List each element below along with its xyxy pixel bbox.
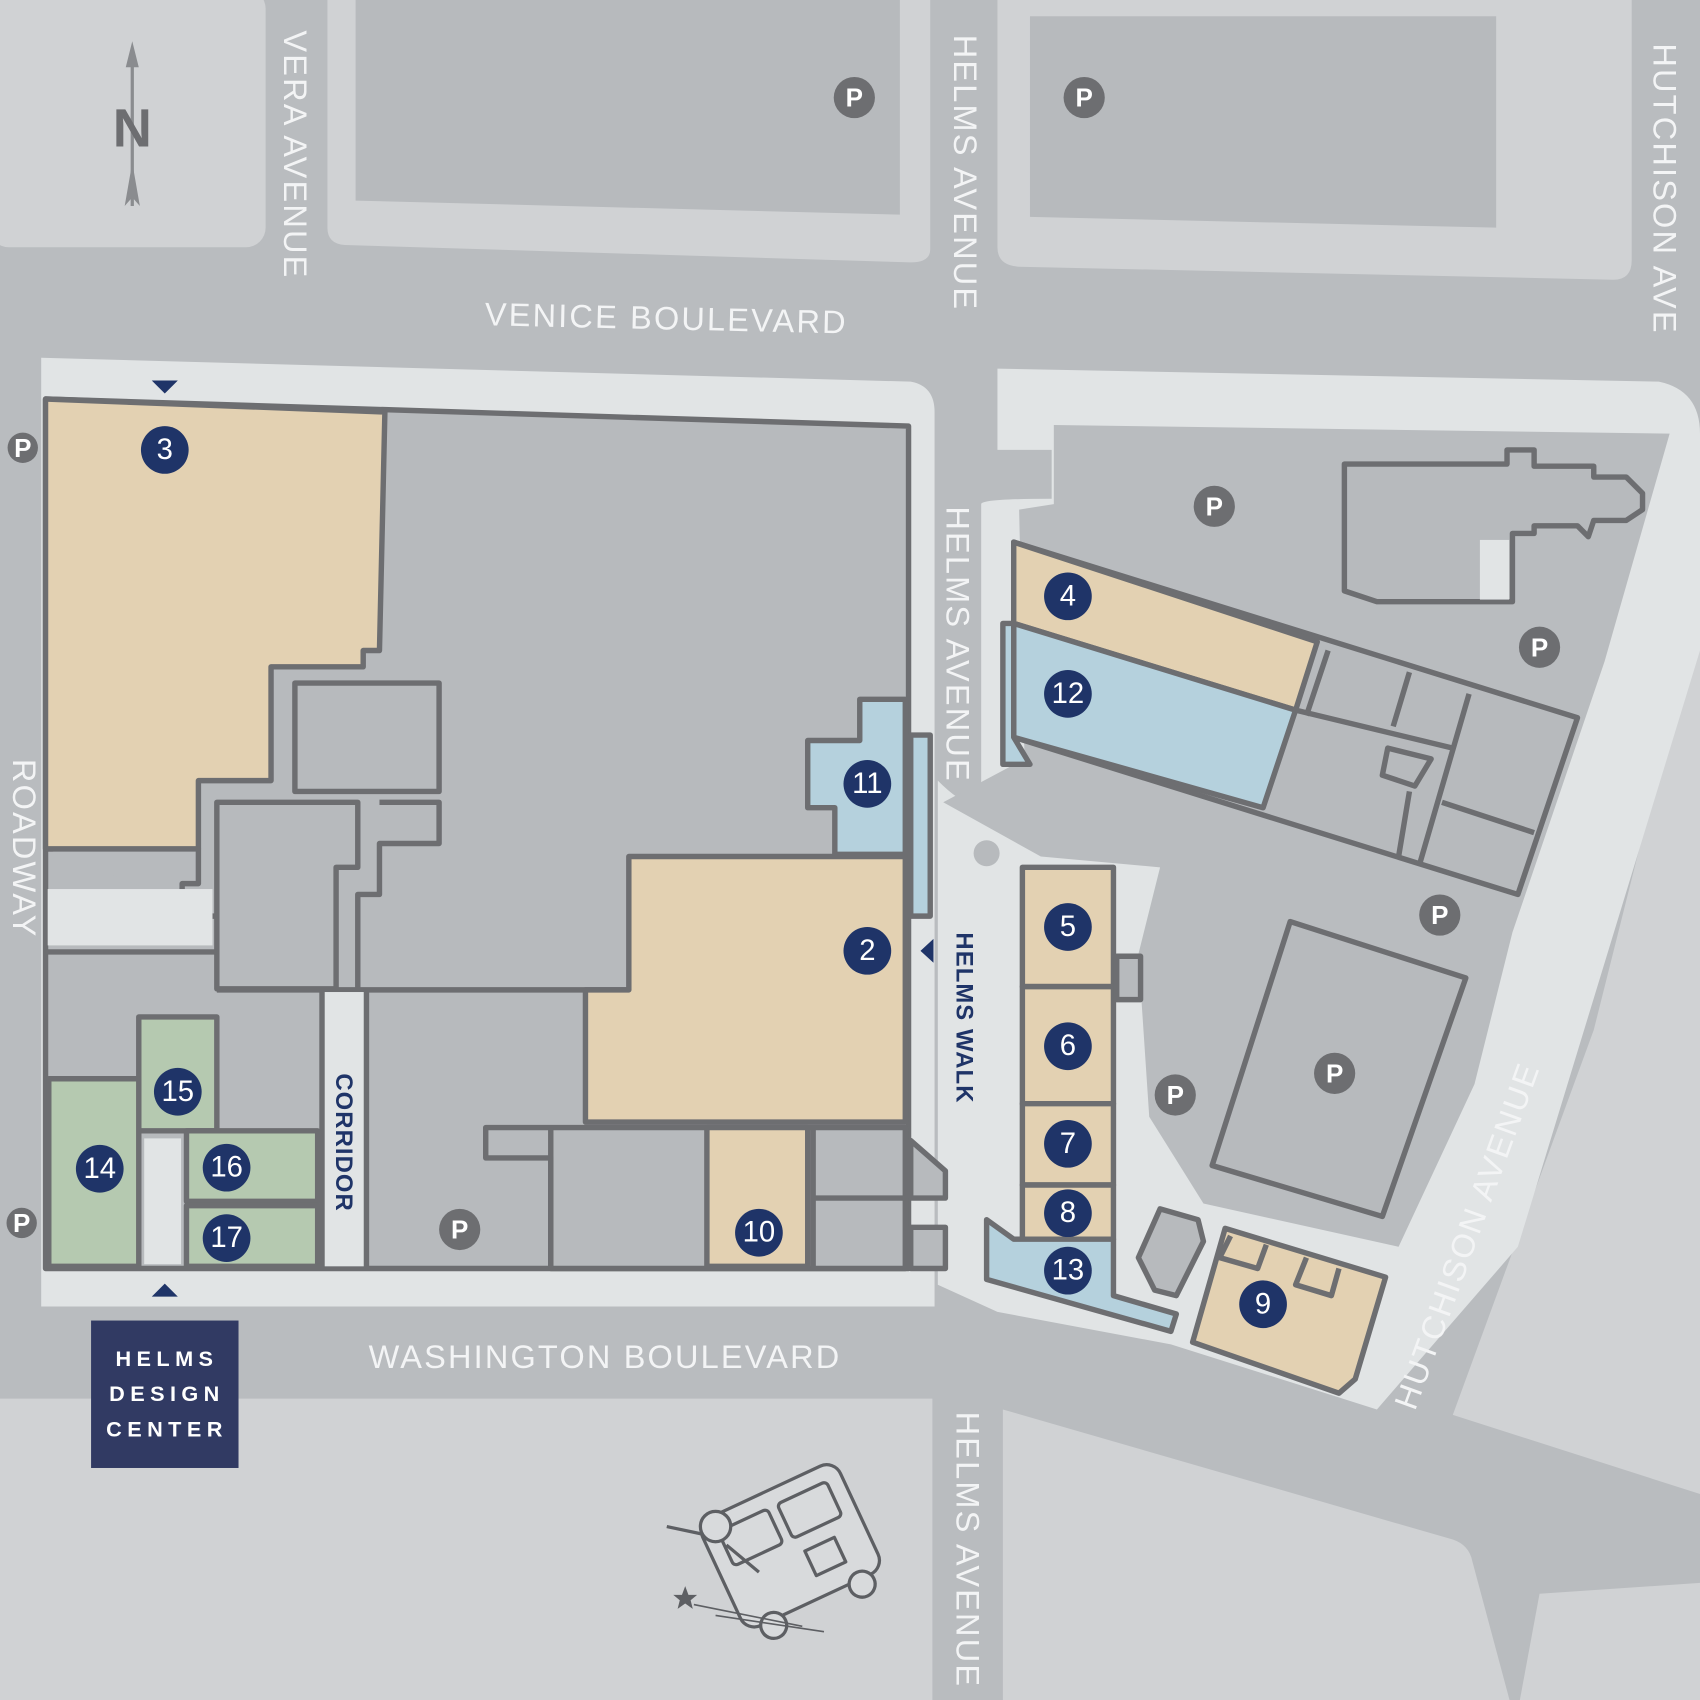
north-label: N	[113, 98, 152, 158]
main-complex	[42, 396, 949, 1272]
parking-marker[interactable]: P	[1193, 485, 1235, 527]
parking-marker[interactable]: P	[833, 76, 875, 119]
unit-marker-12[interactable]: 12	[1044, 670, 1092, 718]
svg-text:CENTER: CENTER	[106, 1417, 228, 1442]
svg-text:HELMS: HELMS	[115, 1346, 218, 1371]
unit-marker-14[interactable]: 14	[75, 1144, 124, 1193]
svg-text:P: P	[13, 1208, 30, 1238]
street-washington-boulevard: WASHINGTON BOULEVARD	[369, 1339, 842, 1375]
svg-text:5: 5	[1060, 911, 1076, 943]
street-corridor: CORRIDOR	[330, 1073, 357, 1212]
svg-text:P: P	[846, 83, 863, 113]
unit-marker-10[interactable]: 10	[735, 1208, 783, 1257]
entrance-arrow-icon	[920, 938, 934, 963]
unit-marker-13[interactable]: 13	[1044, 1246, 1092, 1295]
svg-text:8: 8	[1060, 1197, 1076, 1229]
svg-text:12: 12	[1052, 678, 1085, 710]
svg-text:17: 17	[210, 1222, 243, 1254]
unit-marker-4[interactable]: 4	[1044, 572, 1092, 621]
svg-text:11: 11	[852, 768, 882, 800]
street-vera-avenue: VERA AVENUE	[277, 30, 313, 279]
svg-text:2: 2	[859, 935, 875, 967]
svg-text:10: 10	[743, 1217, 776, 1249]
parking-marker[interactable]: P	[1154, 1074, 1196, 1116]
unit-marker-9[interactable]: 9	[1239, 1280, 1287, 1329]
svg-text:13: 13	[1052, 1255, 1085, 1287]
unit-marker-5[interactable]: 5	[1044, 903, 1092, 951]
unit-marker-7[interactable]: 7	[1044, 1119, 1092, 1168]
unit-6-area	[1019, 983, 1117, 1107]
svg-text:P: P	[1326, 1058, 1343, 1088]
parking-marker[interactable]: P	[439, 1208, 481, 1251]
svg-text:P: P	[451, 1214, 468, 1244]
unit-marker-8[interactable]: 8	[1044, 1189, 1092, 1238]
parking-marker[interactable]: P	[6, 1207, 37, 1239]
unit-marker-3[interactable]: 3	[140, 426, 189, 474]
unit-marker-16[interactable]: 16	[202, 1143, 251, 1192]
parking-marker[interactable]: P	[1518, 626, 1561, 668]
svg-text:P: P	[1167, 1080, 1184, 1110]
svg-text:3: 3	[157, 434, 173, 466]
entrance-arrow-icon	[151, 380, 178, 394]
svg-text:9: 9	[1255, 1288, 1271, 1320]
parking-marker[interactable]: P	[1314, 1052, 1356, 1094]
street-hutchison-ave: HUTCHISON AVE	[1646, 43, 1682, 334]
parking-marker[interactable]: P	[7, 432, 38, 463]
unit-marker-2[interactable]: 2	[843, 926, 892, 975]
entrance-arrows	[151, 380, 934, 1297]
unit-2-area	[582, 853, 909, 1125]
unit-marker-6[interactable]: 6	[1044, 1022, 1092, 1071]
parking-markers: P P P P P P P P P P	[6, 76, 1561, 1251]
unit-marker-15[interactable]: 15	[153, 1067, 202, 1116]
svg-text:6: 6	[1060, 1030, 1076, 1062]
unit-markers: 2 3 4 5 6 7 8 9 10 11 12 13 14 15 16 17	[75, 426, 1287, 1329]
svg-text:16: 16	[210, 1152, 243, 1184]
trolley-illustration-icon	[666, 1463, 882, 1641]
street-helms-avenue-south: HELMS AVENUE	[949, 1412, 985, 1689]
svg-text:4: 4	[1060, 580, 1076, 612]
svg-text:7: 7	[1060, 1128, 1076, 1160]
parking-marker[interactable]: P	[1419, 894, 1461, 936]
svg-text:P: P	[1076, 83, 1093, 113]
north-arrow-icon: N	[113, 41, 152, 206]
street-venice-boulevard: VENICE BOULEVARD	[484, 296, 848, 340]
parking-marker[interactable]: P	[1063, 76, 1105, 119]
svg-text:P: P	[1206, 491, 1223, 521]
entrance-arrow-icon	[151, 1283, 178, 1297]
svg-text:P: P	[1431, 900, 1448, 930]
unit-marker-17[interactable]: 17	[202, 1214, 251, 1262]
helms-design-center-logo: HELMS DESIGN CENTER	[91, 1320, 239, 1468]
svg-text:P: P	[1531, 632, 1548, 662]
street-helms-avenue-mid: HELMS AVENUE	[939, 506, 975, 783]
svg-text:DESIGN: DESIGN	[109, 1381, 225, 1406]
unit-marker-11[interactable]: 11	[843, 760, 892, 808]
street-roadway: ROADWAY	[6, 759, 42, 939]
street-helms-avenue-north: HELMS AVENUE	[947, 35, 983, 312]
svg-text:15: 15	[162, 1076, 195, 1108]
svg-text:14: 14	[83, 1153, 116, 1185]
street-helms-walk: HELMS WALK	[950, 932, 977, 1103]
svg-text:P: P	[14, 433, 31, 463]
